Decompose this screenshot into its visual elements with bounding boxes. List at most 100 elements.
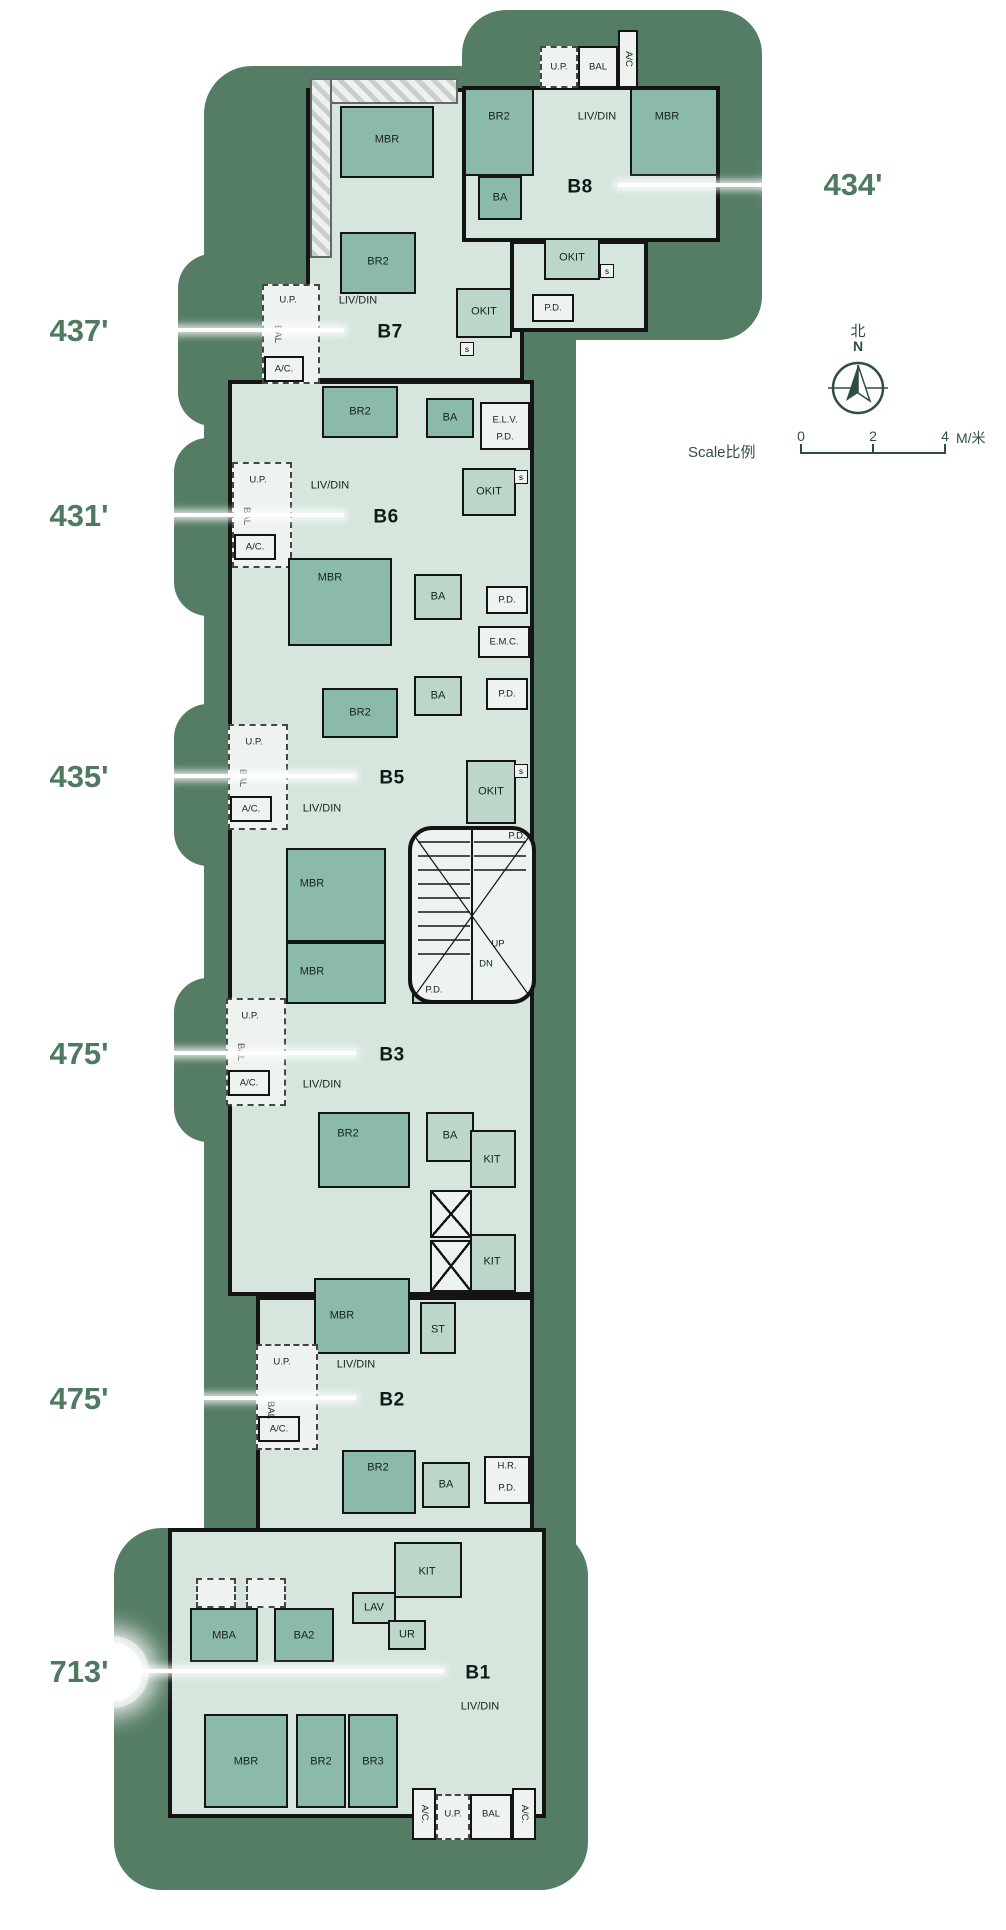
room-label-okit: OKIT	[471, 305, 497, 318]
unit-label-b5[interactable]: B5	[379, 767, 405, 789]
room-label-bal: BAL	[271, 325, 283, 343]
room-label-ba: BA	[430, 590, 446, 603]
room-label-mbr: MBR	[329, 1309, 355, 1322]
area-callout-b3[interactable]: 475'	[16, 1025, 142, 1083]
room-kit-b1	[394, 1542, 462, 1598]
unit-label-b8[interactable]: B8	[567, 176, 593, 198]
room-label-ac: A/C.	[239, 1077, 259, 1089]
unit-label-b2[interactable]: B2	[379, 1389, 405, 1411]
room-label-livdin: LIV/DIN	[338, 294, 378, 307]
leader-line-b2	[140, 1396, 356, 1400]
room-label-br2: BR2	[310, 1755, 332, 1768]
room-label-br2: BR2	[367, 1461, 389, 1474]
room-label-okit: OKIT	[559, 251, 585, 264]
room-label-pd: P.D.	[498, 1482, 516, 1494]
room-mba-b1	[190, 1608, 258, 1662]
room-pd-b8	[532, 294, 574, 322]
room-label-ac: A/C.	[241, 803, 261, 815]
room-label-mbr: MBR	[374, 133, 400, 146]
room-label-emc: E.M.C.	[489, 636, 519, 648]
room-label-livdin: LIV/DIN	[577, 110, 617, 123]
room-ur-b1	[388, 1620, 426, 1650]
room-label-ba: BA	[442, 411, 458, 424]
leader-line-b7	[140, 328, 344, 332]
lift-shaft-icon	[430, 1190, 472, 1238]
room-label-livdin: LIV/DIN	[302, 1078, 342, 1091]
room-label-kit: KIT	[483, 1153, 501, 1166]
room-hr-pd	[484, 1456, 530, 1504]
room-label-okit: OKIT	[478, 785, 504, 798]
room-label-bal: BAL	[589, 61, 607, 73]
room-ba-b8	[478, 176, 522, 220]
canopy-hatch	[310, 78, 332, 258]
room-label-up: U.P.	[444, 1808, 462, 1820]
room-label-up: U.P.	[245, 736, 263, 748]
north-compass-icon: 北 N	[828, 320, 888, 420]
room-kit-b3	[470, 1130, 516, 1188]
canopy-hatch	[310, 78, 458, 104]
room-label-mbr: MBR	[654, 110, 680, 123]
area-callout-b1[interactable]: 713'	[16, 1643, 142, 1701]
room-ba-b5	[414, 676, 462, 716]
room-mbr-b6	[288, 558, 392, 646]
scale-bar: Scale比例 0 2 4 M/米	[688, 428, 998, 468]
room-label-kit: KIT	[418, 1565, 436, 1578]
room-label-ac: A/C.	[274, 363, 294, 375]
room-ac-b8	[618, 30, 638, 88]
room-label-ba: BA	[442, 1129, 458, 1142]
room-platform-b1	[196, 1578, 236, 1608]
unit-label-b3[interactable]: B3	[379, 1044, 405, 1066]
room-label-mbr: MBR	[299, 877, 325, 890]
compass-rose	[828, 361, 888, 415]
room-br2-service	[322, 386, 398, 438]
room-lav-b1	[352, 1592, 396, 1624]
room-mbr-b7	[340, 106, 434, 178]
unit-label-b6[interactable]: B6	[373, 506, 399, 528]
stair-label-dn: DN	[479, 958, 493, 970]
room-elv-pd	[480, 402, 530, 450]
room-label-elv: E.L.V.	[492, 414, 518, 426]
area-callout-b5[interactable]: 435'	[16, 748, 142, 806]
room-bal-b1	[470, 1794, 512, 1840]
room-label-ba: BA	[438, 1478, 454, 1491]
room-label-br2: BR2	[488, 110, 510, 123]
room-label-hr: H.R.	[497, 1460, 517, 1472]
area-callout-b8[interactable]: 434'	[790, 156, 916, 214]
room-okit-b5	[466, 760, 516, 824]
scale-tickmark	[944, 444, 946, 454]
staircase-icon	[408, 826, 536, 1004]
room-emc	[478, 626, 530, 658]
shower-box: s	[600, 264, 614, 278]
room-bal-b8	[578, 46, 618, 88]
compass-north-cn: 北	[850, 323, 866, 340]
room-label-livdin: LIV/DIN	[310, 479, 350, 492]
room-kit-b2	[470, 1234, 516, 1292]
room-mbr-b8	[630, 88, 718, 176]
scale-tickmark	[872, 444, 874, 454]
room-label-livdin: LIV/DIN	[302, 802, 342, 815]
room-label-pd: P.D.	[498, 688, 516, 700]
shower-box: s	[514, 764, 528, 778]
room-ba2-b1	[274, 1608, 334, 1662]
room-label-ba: BA	[430, 689, 446, 702]
leader-line-b5	[140, 774, 356, 778]
room-label-br3: BR3	[362, 1755, 384, 1768]
room-label-mbr: MBR	[317, 571, 343, 584]
room-platform-b1	[246, 1578, 286, 1608]
room-label-br2: BR2	[349, 405, 371, 418]
room-label-lav: LAV	[364, 1601, 384, 1614]
unit-label-b7[interactable]: B7	[377, 321, 403, 343]
room-label-br2: BR2	[367, 255, 389, 268]
room-label-mba: MBA	[212, 1629, 236, 1642]
area-callout-b6[interactable]: 431'	[16, 487, 142, 545]
scale-tick-2: 2	[869, 428, 877, 444]
room-label-up: U.P.	[550, 61, 568, 73]
unit-label-b1[interactable]: B1	[465, 1662, 491, 1684]
area-callout-b2[interactable]: 475'	[16, 1370, 142, 1428]
area-callout-b7[interactable]: 437'	[16, 302, 142, 360]
room-label-livdin: LIV/DIN	[336, 1358, 376, 1371]
room-br2-b7	[340, 232, 416, 294]
room-ba-b2	[422, 1462, 470, 1508]
room-ac-b1-right	[512, 1788, 536, 1840]
